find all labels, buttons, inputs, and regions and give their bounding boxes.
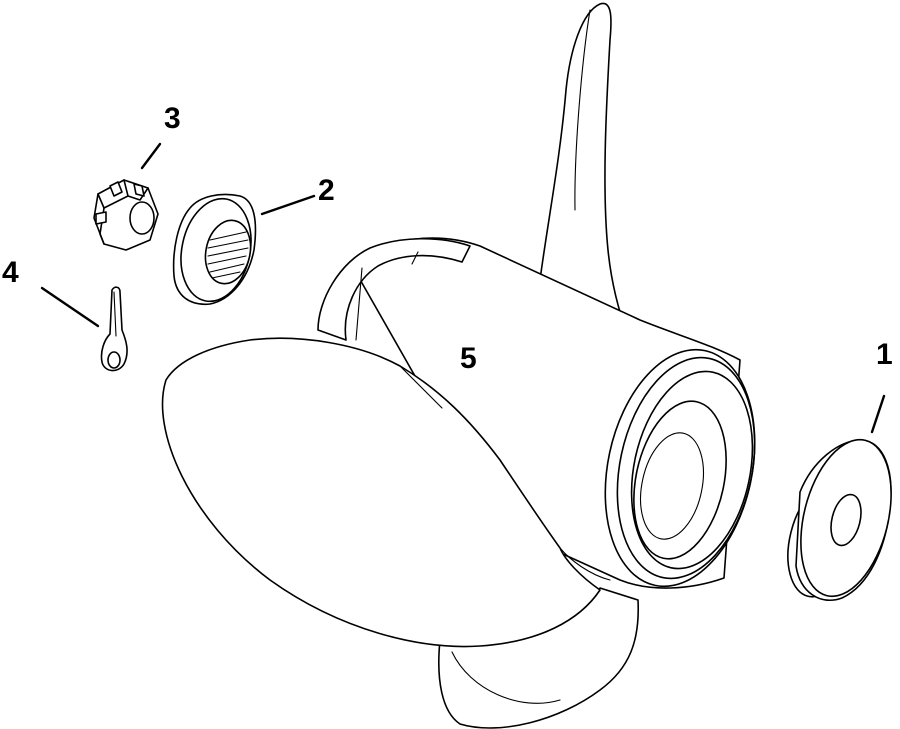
callout-2: 2	[318, 174, 335, 207]
leader-2	[260, 194, 316, 216]
callout-4: 4	[2, 256, 19, 289]
hub-collar	[317, 237, 471, 341]
callout-5: 5	[460, 342, 477, 375]
castle-nut	[93, 179, 159, 251]
propeller	[161, 2, 756, 729]
castle-nut-bore	[129, 201, 155, 235]
propeller-left-blade	[161, 337, 601, 648]
splined-spacer	[172, 193, 257, 305]
callout-3: 3	[164, 102, 181, 135]
leader-3	[140, 142, 162, 170]
thrust-washer-bore	[830, 493, 862, 547]
thrust-washer	[787, 438, 892, 601]
leader-4	[40, 286, 100, 328]
spacer-splines	[207, 231, 249, 279]
cotter-pin	[100, 286, 128, 372]
leader-1	[870, 394, 886, 434]
callout-1: 1	[876, 338, 893, 371]
